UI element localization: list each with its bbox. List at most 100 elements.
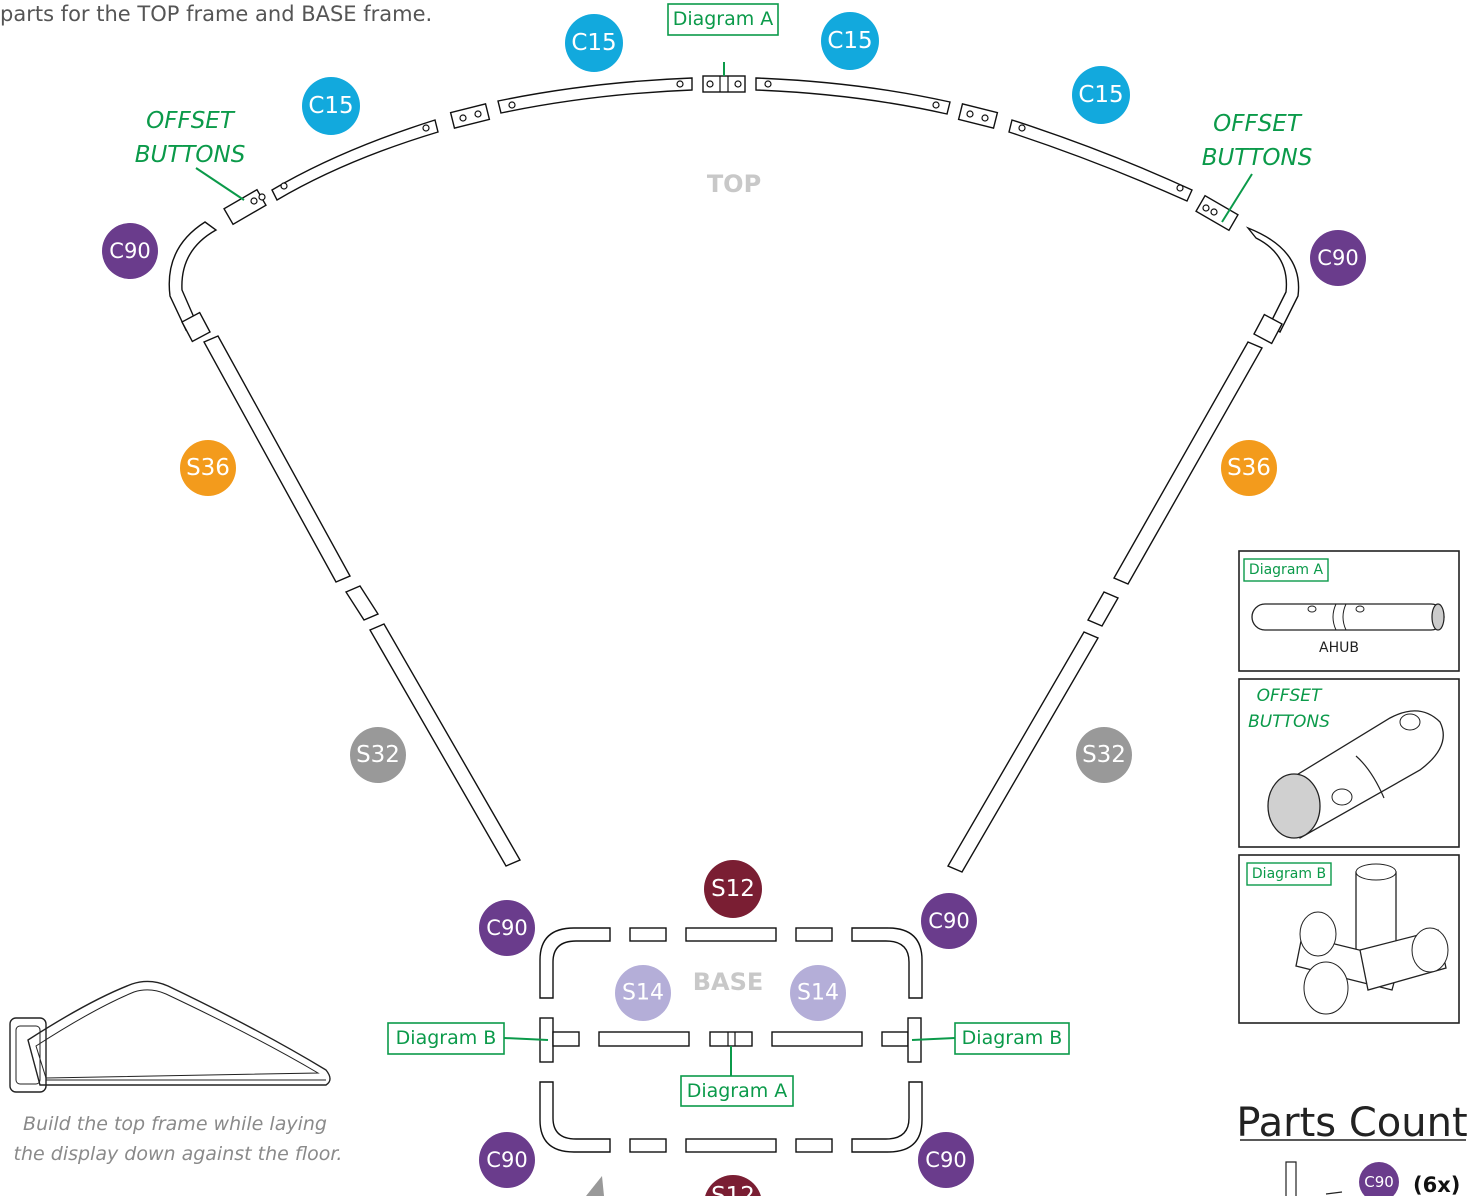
- hole: [422, 124, 430, 132]
- hole: [1018, 124, 1026, 132]
- inset-panel-diagram-a: Diagram A AHUB: [1238, 550, 1460, 672]
- hole: [1176, 184, 1184, 192]
- badge-c15: [1072, 66, 1130, 124]
- hole: [1210, 208, 1218, 216]
- ahub-label: AHUB: [1319, 640, 1359, 656]
- parts-count-qty: (6x): [1413, 1173, 1460, 1196]
- badge-c90-text: C90: [486, 1148, 527, 1172]
- hole: [459, 114, 467, 122]
- badge-c15: [302, 77, 360, 135]
- badge-s32: [350, 727, 406, 783]
- offset-buttons-label-left-1: OFFSET: [146, 108, 236, 134]
- badge-s12-text: S12: [711, 1183, 755, 1196]
- badge-c90: [1310, 230, 1366, 286]
- inset-offset-title-2: BUTTONS: [1248, 712, 1330, 732]
- badge-s32: [1076, 727, 1132, 783]
- diagram-a-callout-base: Diagram A: [680, 1075, 794, 1107]
- diagram-a-callout-top: Diagram A: [667, 3, 779, 36]
- hole: [280, 182, 288, 190]
- badge-c90: [921, 893, 977, 949]
- badge-c90-text: C90: [1317, 246, 1358, 270]
- badge-c90-text: C90: [925, 1148, 966, 1172]
- diagram-b-label: Diagram B: [962, 1027, 1063, 1049]
- s14-tube-left: [598, 1031, 690, 1047]
- badge-s14-text: S14: [622, 981, 664, 1006]
- badge-s14: [615, 965, 671, 1021]
- badge-c90-text: C90: [486, 916, 527, 940]
- hole: [258, 193, 266, 201]
- straight-connector: [344, 585, 380, 621]
- s32-tube-left: [369, 623, 521, 867]
- straight-connector: [795, 927, 833, 942]
- straight-connector: [449, 103, 491, 129]
- badge-c15: [565, 14, 623, 72]
- offset-buttons-label-left-2: BUTTONS: [135, 142, 246, 168]
- c90-elbow-base-tr: [851, 927, 923, 999]
- hole: [706, 80, 714, 88]
- parts-count-badge-c90: [1359, 1162, 1399, 1196]
- right-upright: [946, 341, 1263, 873]
- straight-connector: [957, 103, 999, 129]
- diagram-a-label: Diagram A: [687, 1080, 788, 1102]
- c90-elbow-base-bl: [539, 1081, 611, 1153]
- parts-count-badge-text: C90: [1364, 1173, 1394, 1191]
- diagram-b-callout-left: Diagram B: [387, 1022, 505, 1055]
- c90-elbow-top-left: [168, 221, 218, 332]
- assembled-frame-thumbnail: [9, 980, 331, 1093]
- badge-c90: [479, 900, 535, 956]
- c15-tube-left-center: [497, 77, 693, 114]
- elbow-sleeve: [1253, 313, 1283, 345]
- badge-c90-text: C90: [109, 239, 150, 263]
- direction-arrow: [586, 1176, 604, 1196]
- caption-line-1: Build the top frame while laying: [23, 1113, 327, 1135]
- c90-elbow-thumbnail: [1285, 1161, 1297, 1196]
- ahub-tube: [1251, 603, 1445, 631]
- s36-tube-right: [1113, 341, 1263, 585]
- hole: [932, 101, 940, 109]
- hole: [981, 114, 989, 122]
- badge-c90: [918, 1132, 974, 1188]
- c15-tube-right: [1008, 119, 1193, 202]
- inset-diagram-b-title: Diagram B: [1252, 866, 1326, 882]
- badge-c15-text: C15: [1078, 82, 1123, 108]
- badge-s12: [705, 1175, 761, 1196]
- ahub-connector-base: [709, 1031, 753, 1047]
- s14-tube-right: [771, 1031, 863, 1047]
- hole: [250, 197, 258, 205]
- s12-tube-bottom: [685, 1138, 777, 1153]
- hole: [764, 80, 772, 88]
- badge-s36-text: S36: [186, 455, 230, 481]
- hole: [734, 80, 742, 88]
- top-arc: [223, 62, 1239, 232]
- intro-text: parts for the TOP frame and BASE frame.: [0, 2, 432, 26]
- badge-s32-text: S32: [1082, 742, 1126, 768]
- badge-c15-text: C15: [308, 93, 353, 119]
- left-upright: [203, 335, 521, 867]
- parts-count-heading: Parts Count: [1236, 1100, 1467, 1146]
- c90-elbow-base-tl: [539, 927, 611, 999]
- badge-c90-text: C90: [928, 909, 969, 933]
- tube-end: [1267, 773, 1321, 839]
- straight-connector: [629, 1138, 667, 1153]
- badge-s36-text: S36: [1227, 455, 1271, 481]
- base-frame-label: BASE: [693, 968, 764, 996]
- s12-tube-top: [685, 927, 777, 942]
- hole: [508, 101, 516, 109]
- straight-connector: [629, 927, 667, 942]
- badge-s12-text: S12: [711, 876, 755, 902]
- diagram-a-label: Diagram A: [673, 8, 774, 30]
- inset-diagram-a-title: Diagram A: [1249, 562, 1324, 578]
- badge-s14: [790, 965, 846, 1021]
- c90-elbow-top-right: [1245, 226, 1300, 334]
- s36-tube-left: [203, 335, 351, 583]
- badge-s32-text: S32: [356, 742, 400, 768]
- diagram-b-label: Diagram B: [396, 1027, 497, 1049]
- inset-panel-diagram-b: Diagram B: [1238, 854, 1460, 1024]
- inset-panel-offset-buttons: OFFSET BUTTONS: [1238, 678, 1460, 848]
- badge-s36: [180, 440, 236, 496]
- offset-buttons-label-right-1: OFFSET: [1213, 111, 1303, 137]
- offset-buttons-label-right-2: BUTTONS: [1202, 145, 1313, 171]
- badges: C15 C15 C15 C15 C90 C90 C90 C90 C90 C90 …: [102, 12, 1366, 1196]
- badge-c15: [821, 12, 879, 70]
